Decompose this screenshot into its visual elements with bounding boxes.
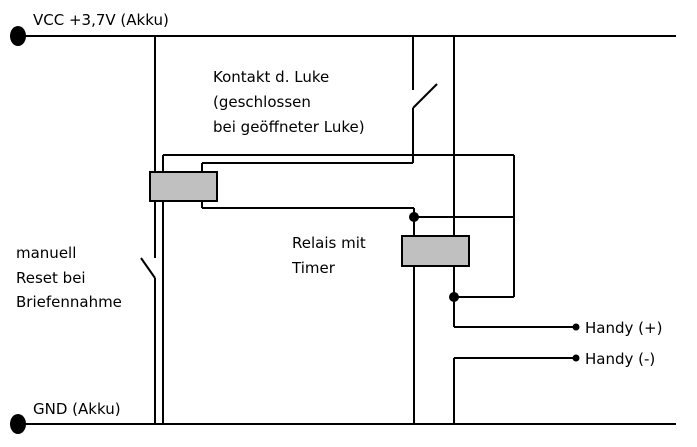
handy-plus-terminal <box>572 323 580 331</box>
handy-minus-terminal <box>572 354 580 362</box>
reset-label-line3: Briefennahme <box>16 293 122 311</box>
relais-label-line1: Relais mit <box>292 234 366 252</box>
junction-dot-lower <box>449 292 459 302</box>
handy-minus-label: Handy (-) <box>585 350 655 368</box>
kontakt-label-line1: Kontakt d. Luke <box>213 68 329 86</box>
kontakt-label-line3: bei geöffneter Luke) <box>213 118 365 136</box>
gnd-label: GND (Akku) <box>33 400 121 418</box>
relay-1-box <box>149 171 218 202</box>
kontakt-switch-blade <box>412 83 438 109</box>
vcc-label: VCC +3,7V (Akku) <box>33 11 169 29</box>
vcc-terminal <box>10 26 26 46</box>
kontakt-label-line2: (geschlossen <box>213 93 311 111</box>
gnd-terminal <box>10 414 26 434</box>
reset-label-line2: Reset bei <box>16 269 86 287</box>
relais-label-line2: Timer <box>291 259 336 277</box>
reset-switch-blade <box>140 257 156 279</box>
handy-plus-label: Handy (+) <box>585 319 662 337</box>
reset-label-line1: manuell <box>16 244 76 262</box>
relay-2-timer-box <box>401 235 470 267</box>
